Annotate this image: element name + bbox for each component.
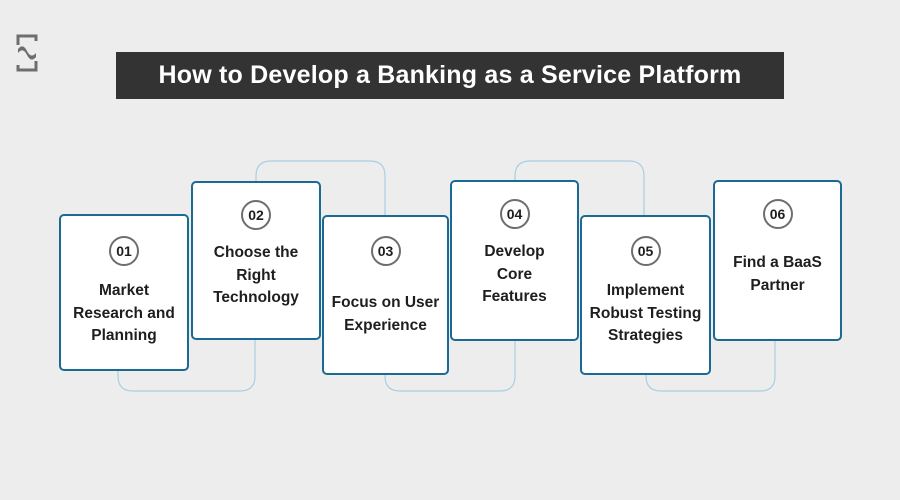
step-label: Market Research and Planning [73,282,175,344]
step-number-badge: 01 [109,236,139,266]
step-number-badge: 06 [762,199,793,229]
step-card-01: 01 Market Research and Planning [59,214,189,371]
brand-logo-icon [16,34,38,72]
page-title: How to Develop a Banking as a Service Pl… [116,52,784,99]
step-number-badge: 02 [241,200,271,230]
connector-1-2 [117,340,256,392]
step-label: Implement Robust Testing Strategies [589,282,702,344]
step-number-badge: 05 [630,236,661,266]
step-label: Focus on User Experience [331,294,440,334]
step-card-04: 04 Develop Core Features [450,180,579,341]
step-label: Develop Core Features [482,243,547,305]
connector-5-6 [645,340,776,392]
step-card-05: 05 Implement Robust Testing Strategies [580,215,711,375]
step-label: Choose the Right Technology [213,244,299,306]
step-card-02: 02 Choose the Right Technology [191,181,321,340]
connector-3-4 [384,340,516,392]
step-number-badge: 04 [499,199,530,229]
connector-2-3 [255,160,386,215]
step-card-03: 03 Focus on User Experience [322,215,449,375]
step-number-badge: 03 [370,236,401,266]
connector-4-5 [514,160,645,215]
step-card-06: 06 Find a BaaS Partner [713,180,842,341]
step-label: Find a BaaS Partner [733,254,822,294]
